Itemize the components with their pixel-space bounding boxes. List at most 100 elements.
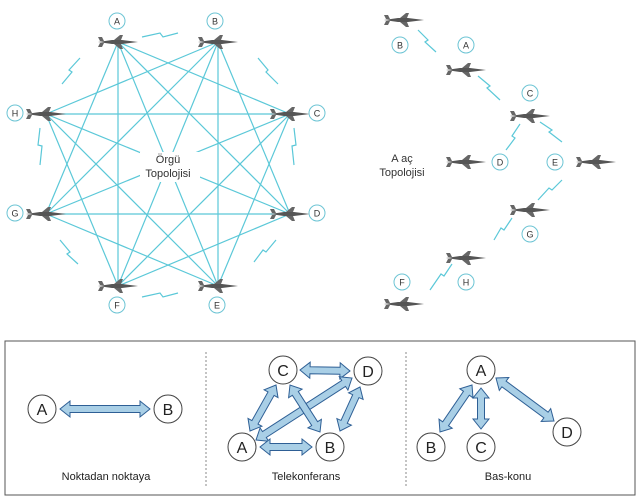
- tele-arrow-a-b: [259, 437, 313, 457]
- mesh-title-line2: Topolojisi: [145, 168, 190, 180]
- mesh-link: [45, 41, 119, 215]
- svg-text:B: B: [163, 402, 174, 419]
- p2p-arrow: [59, 399, 151, 419]
- svg-text:A: A: [476, 363, 487, 380]
- tree-aircraft-icon-3: [510, 109, 550, 123]
- tree-node-g: G: [521, 225, 539, 243]
- bcast-section: A B C D Bas-konu: [416, 355, 582, 483]
- tele-arrow-c-d: [299, 361, 351, 380]
- mesh-link: [217, 113, 291, 287]
- mesh-node-e: E: [208, 296, 226, 314]
- mesh-node-b: B: [206, 12, 224, 30]
- aircraft-icon-c: [270, 107, 310, 121]
- mesh-node-d: D: [308, 204, 326, 222]
- tree-aircraft-icon-2: [446, 63, 486, 77]
- mesh-link: [45, 113, 119, 287]
- mesh-link: [45, 213, 219, 287]
- tree-node-b: B: [391, 36, 409, 54]
- tree-node-a: A: [457, 36, 475, 54]
- svg-text:F: F: [399, 278, 405, 288]
- tree-title-line2: Topolojisi: [379, 167, 424, 179]
- aircraft-icon-h: [26, 107, 66, 121]
- tree-aircraft-icon-4: [446, 155, 486, 169]
- svg-text:G: G: [526, 230, 533, 240]
- svg-text:H: H: [463, 278, 470, 288]
- svg-text:G: G: [11, 209, 18, 219]
- tele-arrow-c-b: [287, 384, 323, 433]
- mesh-link: [117, 41, 291, 115]
- tele-node-c: C: [268, 355, 298, 385]
- mesh-node-c: C: [308, 104, 326, 122]
- mesh-link: [45, 41, 219, 215]
- tree-aircraft-icon-7: [446, 251, 486, 265]
- svg-text:E: E: [214, 301, 220, 311]
- svg-text:E: E: [552, 158, 558, 168]
- tree-aircraft-icon-5: [576, 155, 616, 169]
- aircraft-icon-f: [98, 279, 138, 293]
- mesh-node-f: F: [108, 296, 126, 314]
- tree-node-labels: B A C D E G H F: [391, 36, 564, 291]
- tele-arrow-c-a: [247, 384, 279, 432]
- tree-node-c: C: [521, 84, 539, 102]
- mesh-node-g: G: [6, 204, 24, 222]
- mesh-node-a: A: [108, 12, 126, 30]
- bcast-node-d: D: [552, 417, 582, 447]
- mesh-link: [117, 113, 291, 287]
- bcast-node-c: C: [466, 432, 496, 462]
- svg-text:C: C: [314, 109, 321, 119]
- svg-text:A: A: [463, 41, 469, 51]
- bcast-node-a: A: [466, 355, 496, 385]
- p2p-caption: Noktadan noktaya: [62, 471, 152, 483]
- tele-node-a: A: [227, 432, 257, 462]
- svg-text:B: B: [397, 41, 403, 51]
- aircraft-icon-e: [198, 279, 238, 293]
- bcast-arrow-a-d: [495, 376, 555, 423]
- bcast-node-b: B: [416, 432, 446, 462]
- bcast-arrow-a-c: [471, 387, 491, 430]
- aircraft-icon-b: [198, 35, 238, 49]
- mesh-link: [45, 113, 219, 287]
- svg-text:D: D: [561, 425, 573, 442]
- tree-links: [417, 29, 563, 291]
- mesh-link: [217, 41, 291, 215]
- svg-text:B: B: [426, 440, 437, 457]
- svg-text:A: A: [114, 17, 120, 27]
- panel-arrows: [59, 361, 555, 457]
- mesh-node-h: H: [6, 104, 24, 122]
- mesh-zigzag-links: [37, 32, 297, 298]
- tree-node-f: F: [393, 273, 411, 291]
- mesh-link: [45, 41, 219, 115]
- bcast-caption: Bas-konu: [485, 471, 531, 483]
- aircraft-icon-a: [98, 35, 138, 49]
- tree-title-line1: A aç: [391, 153, 413, 165]
- svg-text:C: C: [527, 89, 534, 99]
- svg-text:D: D: [497, 158, 504, 168]
- svg-text:B: B: [325, 440, 336, 457]
- svg-text:D: D: [362, 364, 374, 381]
- svg-text:F: F: [114, 301, 120, 311]
- tele-section: C D A B Telekonferans: [227, 355, 383, 483]
- tele-node-b: B: [315, 432, 345, 462]
- tele-caption: Telekonferans: [272, 471, 341, 483]
- bcast-arrow-a-b: [438, 384, 474, 433]
- tree-aircraft-icon-6: [510, 203, 550, 217]
- tele-node-d: D: [353, 356, 383, 386]
- p2p-section: A B Noktadan noktaya: [27, 394, 183, 483]
- svg-text:A: A: [237, 440, 248, 457]
- tree-node-e: E: [546, 153, 564, 171]
- tree-aircraft-icon-1: [384, 13, 424, 27]
- aircraft-icon-d: [270, 207, 310, 221]
- svg-text:B: B: [212, 17, 218, 27]
- svg-text:H: H: [12, 109, 19, 119]
- tree-node-h: H: [457, 273, 475, 291]
- tree-aircraft-icon-8: [384, 297, 424, 311]
- mesh-title-line1: Örgü: [156, 154, 180, 166]
- mesh-node-labels: A B C D E F G H: [6, 12, 326, 314]
- svg-text:C: C: [277, 363, 289, 380]
- p2p-node-b: B: [153, 394, 183, 424]
- mesh-link: [117, 41, 291, 215]
- mesh-link: [117, 213, 291, 287]
- tele-arrow-d-b: [336, 386, 364, 432]
